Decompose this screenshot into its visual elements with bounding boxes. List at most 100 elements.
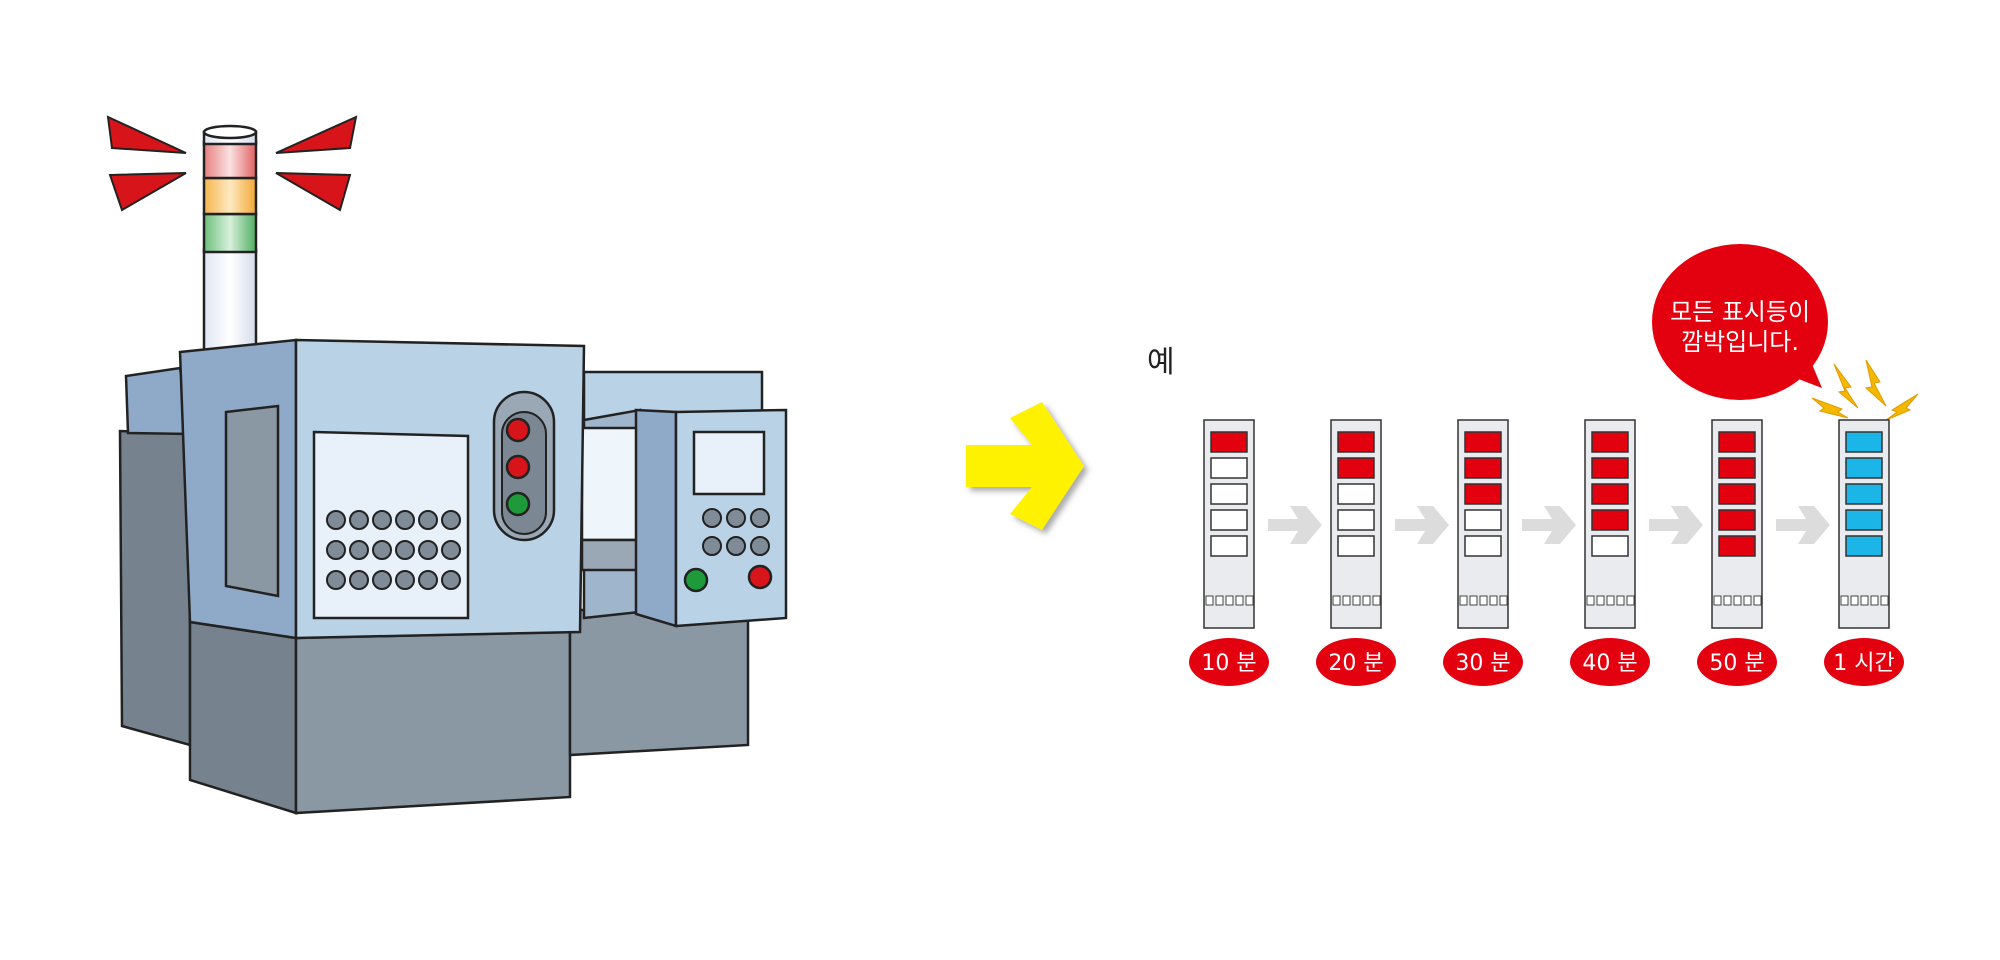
connector-arrow-icon xyxy=(1268,506,1322,544)
tower-terminal xyxy=(1860,595,1869,606)
tower-lamp-lit xyxy=(1718,509,1756,531)
time-badge xyxy=(1316,638,1396,686)
machine-base-front xyxy=(294,630,572,815)
alarm-ray-icon xyxy=(106,115,358,212)
status-light-panel xyxy=(492,390,556,542)
tower-terminal xyxy=(1469,595,1478,606)
tower-terminal xyxy=(1850,595,1859,606)
tower-lamp-lit xyxy=(1464,483,1502,505)
start-button-icon xyxy=(683,567,709,593)
tower-lamp-off xyxy=(1210,457,1248,479)
machine-base-right xyxy=(568,608,750,757)
speech-bubble: 모든 표시등이 깜박입니다. xyxy=(1652,244,1828,400)
tower-terminal xyxy=(1235,595,1244,606)
tower-terminal xyxy=(1743,595,1752,606)
tower-terminal xyxy=(1723,595,1732,606)
stop-button-icon xyxy=(747,564,773,590)
tower-terminal xyxy=(1880,595,1889,606)
tower-terminal xyxy=(1352,595,1361,606)
tower-lamp-off xyxy=(1210,535,1248,557)
tower-sequence: 10 분 20 분 30 분 40 분 50 분 1 시간 xyxy=(1189,419,1904,686)
time-label: 40 분 xyxy=(1582,651,1637,676)
side-window xyxy=(224,404,280,598)
tower-lamp-lit xyxy=(1591,509,1629,531)
button-grid xyxy=(326,510,461,590)
tower-terminal xyxy=(1626,595,1635,606)
tower-lamp-off xyxy=(1591,535,1629,557)
tower-terminal xyxy=(1459,595,1468,606)
tower-lamp-lit xyxy=(1845,457,1883,479)
tower-terminal xyxy=(1205,595,1214,606)
machine-left-side xyxy=(118,429,192,747)
connector-arrow-icon xyxy=(1522,506,1576,544)
tower-lamp-off xyxy=(1210,483,1248,505)
tower-terminal xyxy=(1753,595,1762,606)
tower-terminal xyxy=(1215,595,1224,606)
signal-tower-step: 50 분 xyxy=(1697,419,1777,686)
time-label: 1 시간 xyxy=(1833,651,1894,676)
tower-terminal xyxy=(1586,595,1595,606)
tower-lamp-off xyxy=(1337,535,1375,557)
tower-lamp-lit xyxy=(1464,457,1502,479)
time-badge xyxy=(1697,638,1777,686)
tower-terminal xyxy=(1713,595,1722,606)
time-label: 20 분 xyxy=(1328,651,1383,676)
tower-lamp-lit xyxy=(1464,431,1502,453)
tower-terminal xyxy=(1362,595,1371,606)
machine-base-side xyxy=(188,620,298,815)
signal-tower-step: 40 분 xyxy=(1570,419,1650,686)
signal-tower-step: 1 시간 xyxy=(1824,419,1904,686)
tower-lamp-lit xyxy=(1718,535,1756,557)
yellow-arrow-icon xyxy=(966,402,1084,530)
tower-lamp-lit xyxy=(1591,457,1629,479)
time-badge xyxy=(1824,638,1904,686)
tower-terminal xyxy=(1245,595,1254,606)
tower-terminal xyxy=(1479,595,1488,606)
tower-terminal xyxy=(1499,595,1508,606)
time-badge xyxy=(1570,638,1650,686)
tower-lamp-lit xyxy=(1845,431,1883,453)
tower-terminal xyxy=(1870,595,1879,606)
tower-lamp-lit xyxy=(1591,431,1629,453)
signal-tower-step: 30 분 xyxy=(1443,419,1523,686)
time-badge xyxy=(1189,638,1269,686)
tower-terminal xyxy=(1342,595,1351,606)
time-badge xyxy=(1443,638,1523,686)
signal-tower-step: 20 분 xyxy=(1316,419,1396,686)
machine-tool-illustration xyxy=(106,115,788,815)
tower-terminal xyxy=(1489,595,1498,606)
tower-lamp-off xyxy=(1464,509,1502,531)
tower-terminal xyxy=(1332,595,1341,606)
signal-tower-icon xyxy=(202,124,258,352)
tower-terminal xyxy=(1840,595,1849,606)
signal-tower-step: 10 분 xyxy=(1189,419,1269,686)
example-label: 예 xyxy=(1147,345,1175,380)
bubble-line-2: 깜박입니다. xyxy=(1681,328,1799,356)
tower-terminal xyxy=(1372,595,1381,606)
pendant-screen xyxy=(692,430,766,496)
tower-lamp-lit xyxy=(1337,457,1375,479)
tower-terminal xyxy=(1606,595,1615,606)
tower-lamp-lit xyxy=(1210,431,1248,453)
connector-arrow-icon xyxy=(1649,506,1703,544)
tower-lamp-lit xyxy=(1845,535,1883,557)
tower-lamp-off xyxy=(1210,509,1248,531)
bubble-line-1: 모든 표시등이 xyxy=(1670,298,1810,326)
tower-lamp-lit xyxy=(1845,483,1883,505)
time-label: 10 분 xyxy=(1201,651,1256,676)
connector-arrow-icon xyxy=(1395,506,1449,544)
tower-lamp-off xyxy=(1464,535,1502,557)
tower-lamp-off xyxy=(1337,509,1375,531)
connector-arrow-icon xyxy=(1776,506,1830,544)
time-label: 50 분 xyxy=(1709,651,1764,676)
tower-lamp-lit xyxy=(1718,457,1756,479)
tower-terminal xyxy=(1225,595,1234,606)
tower-lamp-lit xyxy=(1337,431,1375,453)
tower-lamp-lit xyxy=(1591,483,1629,505)
tower-lamp-lit xyxy=(1718,431,1756,453)
tower-terminal xyxy=(1596,595,1605,606)
tower-lamp-lit xyxy=(1845,509,1883,531)
tower-lamp-lit xyxy=(1718,483,1756,505)
